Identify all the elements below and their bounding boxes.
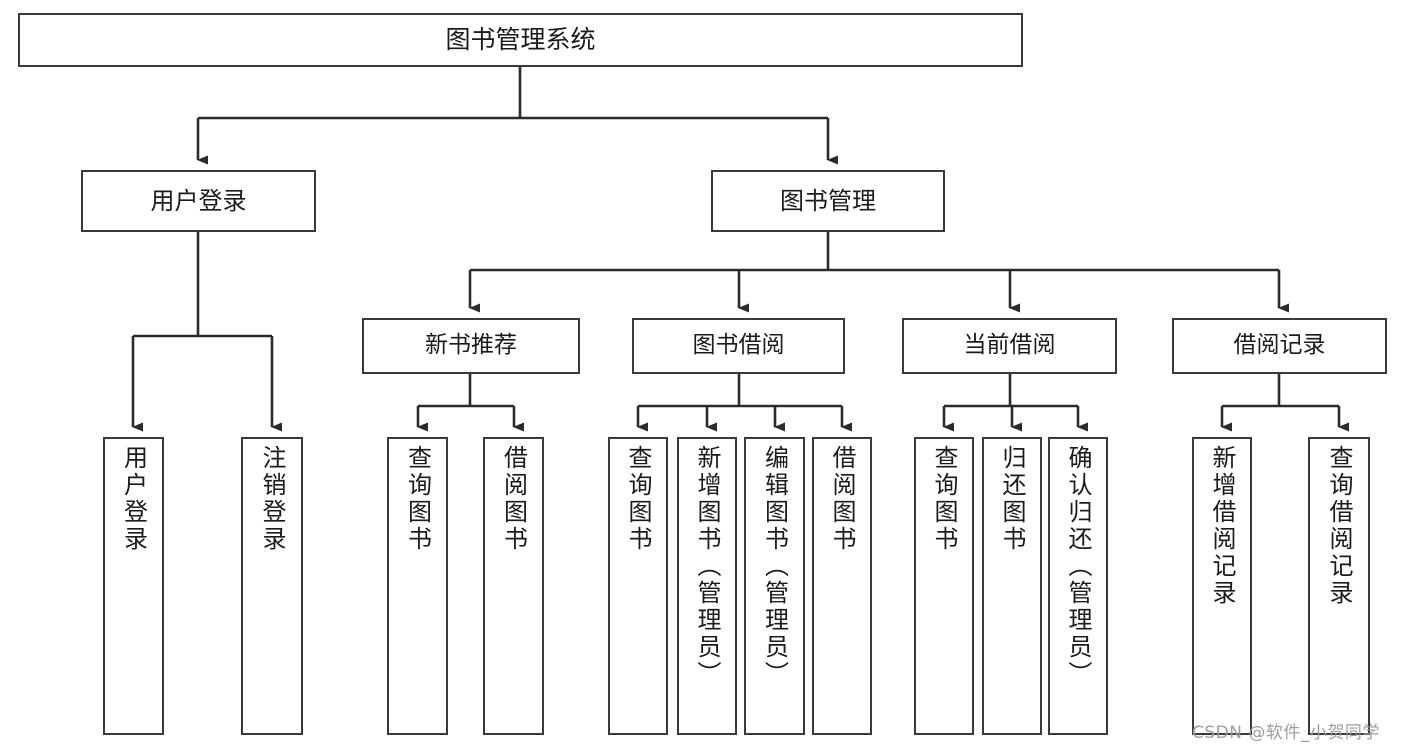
node-leaf-borrow-book-rec[interactable]: 借阅图书: [483, 437, 544, 735]
node-label: 用户登录: [119, 445, 148, 553]
node-leaf-user-login[interactable]: 用户登录: [103, 437, 164, 735]
node-label: 新增借阅记录: [1208, 445, 1236, 607]
node-book-borrow[interactable]: 图书借阅: [632, 318, 845, 374]
node-label: 当前借阅: [963, 332, 1056, 359]
node-leaf-query-book-rec[interactable]: 查询图书: [387, 437, 448, 735]
node-label: 图书借阅: [692, 332, 785, 359]
node-borrow-record[interactable]: 借阅记录: [1172, 318, 1387, 374]
node-label: 查询图书: [624, 445, 652, 553]
node-leaf-return-book[interactable]: 归还图书: [982, 437, 1042, 735]
node-label: 查询图书: [930, 445, 958, 553]
node-leaf-query-book-cur[interactable]: 查询图书: [914, 437, 974, 735]
node-label: 图书管理: [780, 186, 876, 215]
node-label: 编辑图书（管理员）: [760, 445, 789, 688]
node-label: 借阅记录: [1233, 332, 1326, 359]
node-label: 借阅图书: [828, 445, 856, 553]
node-leaf-confirm-return[interactable]: 确认归还（管理员）: [1048, 437, 1108, 735]
node-current-borrow[interactable]: 当前借阅: [902, 318, 1117, 374]
node-label: 归还图书: [998, 445, 1026, 553]
node-label: 新书推荐: [425, 332, 517, 359]
node-root-system[interactable]: 图书管理系统: [18, 13, 1023, 67]
node-label: 查询借阅记录: [1325, 445, 1353, 607]
node-label: 新增图书（管理员）: [693, 445, 721, 688]
node-label: 借阅图书: [499, 445, 528, 553]
node-new-book-rec[interactable]: 新书推荐: [362, 318, 580, 374]
node-leaf-add-book[interactable]: 新增图书（管理员）: [677, 437, 737, 735]
node-book-manage[interactable]: 图书管理: [711, 170, 945, 232]
node-leaf-query-book-borrow[interactable]: 查询图书: [608, 437, 668, 735]
node-label: 注销登录: [258, 445, 286, 553]
watermark-text: CSDN @软件_小贺同学: [1192, 723, 1380, 743]
node-label: 确认归还（管理员）: [1064, 445, 1092, 688]
node-leaf-add-record[interactable]: 新增借阅记录: [1192, 437, 1252, 735]
node-leaf-borrow-book[interactable]: 借阅图书: [812, 437, 872, 735]
node-label: 用户登录: [150, 186, 247, 215]
node-leaf-edit-book[interactable]: 编辑图书（管理员）: [744, 437, 805, 735]
node-user-login[interactable]: 用户登录: [81, 170, 316, 232]
node-label: 图书管理系统: [445, 25, 596, 55]
node-leaf-query-record[interactable]: 查询借阅记录: [1308, 437, 1370, 735]
node-label: 查询图书: [403, 445, 432, 553]
node-leaf-user-logout[interactable]: 注销登录: [241, 437, 303, 735]
